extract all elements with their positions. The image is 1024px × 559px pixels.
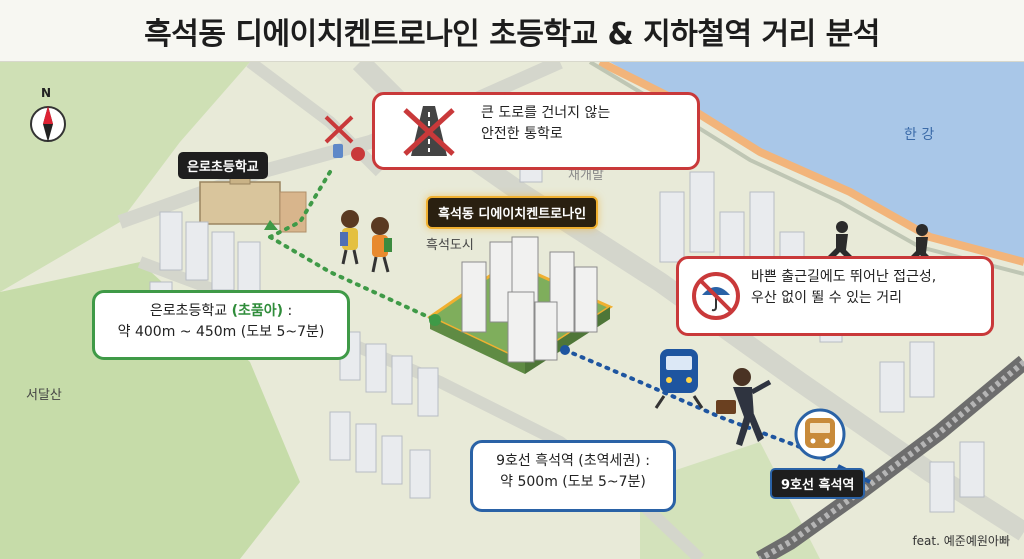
station-distance-name: 9호선 흑석역 [496,453,574,469]
river-label: 한 강 [904,127,935,143]
students-icon [340,210,392,273]
station-distance-highlight: (초역세권) [578,453,641,469]
park-area-mountain [0,262,300,559]
complex-towers [461,236,598,363]
school-distance-name: 은로초등학교 [149,303,228,319]
crossing-marker [324,115,365,161]
train-station-icon [794,408,846,460]
safe-route-line-2: 안전한 통학로 [481,126,563,142]
commute-line-1: 바쁜 출근길에도 뛰어난 접근성, [751,269,937,285]
school-tag: 은로초등학교 [178,152,268,179]
district-label: 흑석도시 [426,238,474,253]
page-title: 흑석동 디에이치켄트로나인 초등학교 & 지하철역 거리 분석 [144,16,880,52]
station-distance-value: 약 500m (도보 5~7분) [500,474,646,490]
school-distance-suffix: : [287,303,293,319]
school-distance-highlight: (초품아) [231,303,283,319]
map-area: N 흑석도시 서달산 한 강 재개발 은로초등학교 흑석동 디에이치켄트로나인 … [0,62,1024,559]
station-distance-callout: 9호선 흑석역 (초역세권) : 약 500m (도보 5~7분) [470,440,676,512]
subway-train-icon [654,349,704,409]
credit-text: feat. 예준예원아빠 [912,534,1010,548]
school-distance-value: 약 400m ~ 450m (도보 5~7분) [117,324,325,340]
han-river [610,62,1024,262]
school-distance-callout: 은로초등학교 (초품아) : 약 400m ~ 450m (도보 5~7분) [92,290,350,360]
compass-icon [30,106,66,142]
school-route-arrow [264,220,278,230]
school-route [268,170,437,322]
safe-route-callout: 큰 도로를 건너지 않는 안전한 통학로 [372,92,700,170]
station-tag: 9호선 흑석역 [770,468,866,499]
road-crossed-icon [403,106,455,156]
no-umbrella-icon [692,272,740,320]
complex-tag: 흑석동 디에이치켄트로나인 [426,196,599,229]
school-distance-title: 은로초등학교 (초품아) : [109,301,333,322]
school-route-endpoint [429,314,441,326]
commute-callout: 바쁜 출근길에도 뛰어난 접근성, 우산 없이 뛸 수 있는 거리 [676,256,994,336]
faded-area-label: 재개발 [568,168,604,183]
commute-line-2: 우산 없이 뛸 수 있는 거리 [751,290,903,306]
station-distance-title: 9호선 흑석역 (초역세권) : [487,451,659,472]
businessman-running [716,368,772,446]
station-route [563,348,832,464]
safe-route-line-1: 큰 도로를 건너지 않는 [481,105,611,121]
north-label: N [41,86,52,100]
station-distance-suffix: : [645,453,650,469]
compass: N [28,86,68,156]
station-route-start [560,345,570,355]
title-bar: 흑석동 디에이치켄트로나인 초등학교 & 지하철역 거리 분석 [0,0,1024,62]
mountain-label: 서달산 [26,388,62,403]
